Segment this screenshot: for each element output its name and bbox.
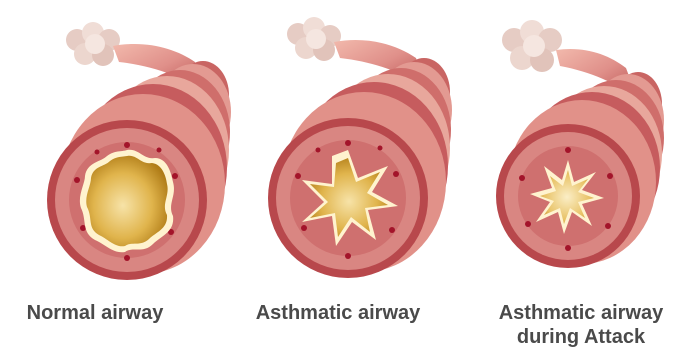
- caption-line: during Attack: [486, 325, 676, 349]
- alveoli-cluster: [502, 20, 562, 72]
- caption-asthmatic-airway: Asthmatic airway: [238, 301, 438, 325]
- asthmatic-airway-illustration: [248, 0, 468, 300]
- caption-normal-airway: Normal airway: [10, 301, 180, 325]
- airway-cross-section: [268, 118, 428, 278]
- caption-line: Asthmatic airway: [486, 301, 676, 325]
- alveoli-cluster: [287, 17, 341, 61]
- caption-line: Normal airway: [10, 301, 180, 325]
- lumen: [86, 156, 167, 247]
- attack-airway-illustration: [458, 0, 678, 300]
- caption-line: Asthmatic airway: [238, 301, 438, 325]
- caption-attack-airway: Asthmatic airway during Attack: [486, 301, 676, 349]
- normal-airway-illustration: [35, 0, 255, 300]
- airway-cross-section: [47, 120, 207, 280]
- alveoli-cluster: [66, 22, 120, 66]
- airway-cross-section: [496, 124, 640, 268]
